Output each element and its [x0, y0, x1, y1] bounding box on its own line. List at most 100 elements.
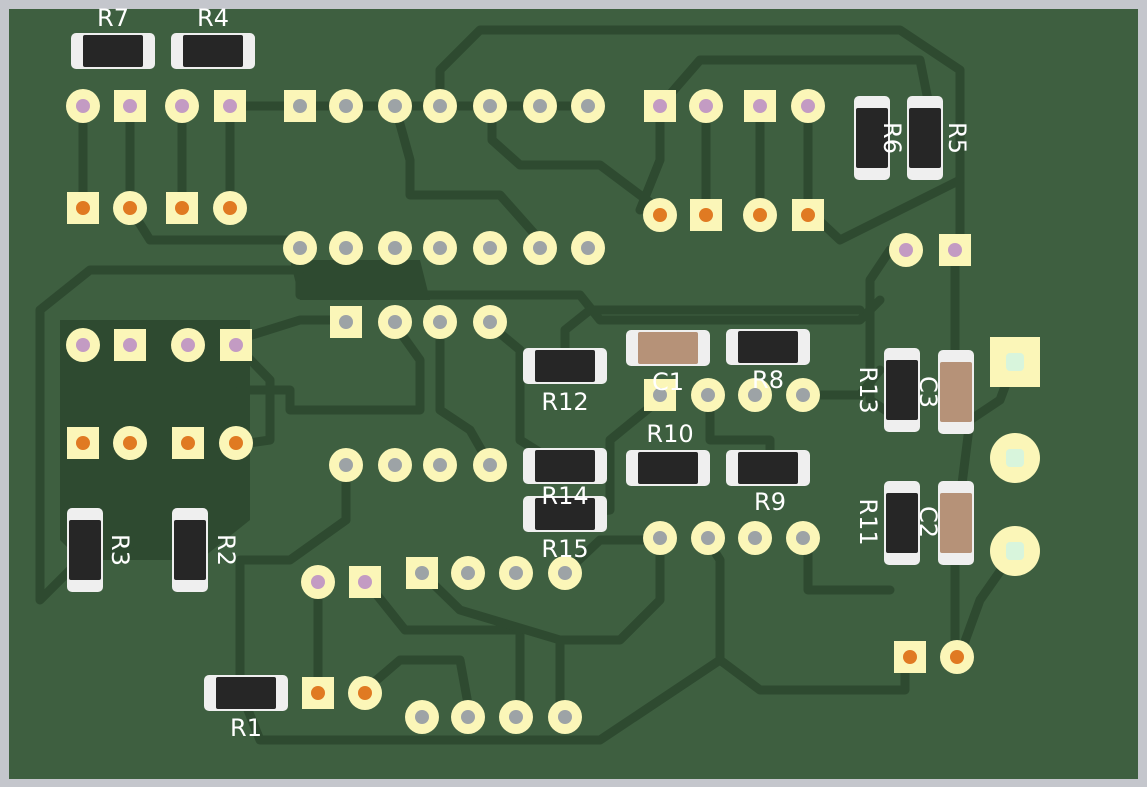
pad-drill [1006, 449, 1024, 467]
smd-body [535, 350, 595, 382]
round-pad [691, 378, 725, 412]
pad-drill [311, 575, 325, 589]
square-pad [302, 677, 334, 709]
pad-drill [229, 436, 243, 450]
round-pad [738, 378, 772, 412]
pad-drill [415, 566, 429, 580]
round-pad [378, 448, 412, 482]
label-C1: C1 [652, 368, 684, 396]
pad-drill [293, 99, 307, 113]
smd-capacitor [938, 350, 974, 434]
round-pad [423, 305, 457, 339]
round-pad [571, 231, 605, 265]
label-R7: R7 [97, 4, 129, 32]
smd-body [69, 520, 101, 580]
pad-drill [388, 241, 402, 255]
round-pad [691, 521, 725, 555]
connector-pad [990, 337, 1040, 387]
pad-drill [509, 566, 523, 580]
square-pad [67, 427, 99, 459]
pad-drill [175, 99, 189, 113]
pad-drill [388, 315, 402, 329]
round-pad [473, 89, 507, 123]
trace [235, 655, 725, 745]
pad-drill [223, 99, 237, 113]
pad-drill [123, 338, 137, 352]
pad-drill [388, 458, 402, 472]
pad-drill [653, 208, 667, 222]
pad-drill [433, 315, 447, 329]
connector-pad [990, 526, 1040, 576]
square-pad [894, 641, 926, 673]
pad-drill [653, 388, 667, 402]
label-R12: R12 [541, 388, 588, 416]
silkscreen-layer: R7 R4 R6 R5 C1 R8 R12 R10 R14 R9 R15 R13… [97, 4, 971, 742]
pad-drill [181, 338, 195, 352]
pad-drill [433, 458, 447, 472]
pad-drill [76, 436, 90, 450]
square-pad [166, 192, 198, 224]
pad-drill [76, 99, 90, 113]
trace [435, 320, 495, 470]
pad-drill [293, 241, 307, 255]
trace [417, 568, 565, 720]
pad-drill [123, 99, 137, 113]
pad-drill [533, 99, 547, 113]
pad-drill [123, 436, 137, 450]
label-R13: R13 [854, 366, 882, 413]
label-R15: R15 [541, 535, 588, 563]
pad-drill [753, 99, 767, 113]
trace [487, 101, 665, 215]
pad-drill [533, 241, 547, 255]
smd-body [638, 332, 698, 364]
smd-body [174, 520, 206, 580]
pad-drill [76, 201, 90, 215]
round-pad [329, 89, 363, 123]
trace [701, 533, 910, 695]
pad-drill [388, 99, 402, 113]
round-pad [66, 89, 100, 123]
square-pad [67, 192, 99, 224]
pad-drill [899, 243, 913, 257]
round-pad [66, 328, 100, 362]
label-R11: R11 [854, 498, 882, 545]
round-pad [473, 305, 507, 339]
round-pad [423, 231, 457, 265]
smd-body [856, 108, 888, 168]
round-pad [643, 521, 677, 555]
pad-drill [181, 436, 195, 450]
round-pad [473, 448, 507, 482]
round-pad [571, 89, 605, 123]
pad-drill [415, 710, 429, 724]
trace [235, 460, 351, 695]
round-pad [165, 89, 199, 123]
trace [635, 101, 665, 215]
pad-drill [748, 531, 762, 545]
trace [360, 575, 525, 720]
pad-drill [701, 388, 715, 402]
smd-resistor [854, 96, 890, 180]
square-pad [330, 306, 362, 338]
round-pad [499, 700, 533, 734]
pad-drill [358, 686, 372, 700]
trace [360, 655, 475, 720]
round-pad [423, 89, 457, 123]
pad-drill [229, 338, 243, 352]
square-pad [644, 90, 676, 122]
pad-drill [433, 241, 447, 255]
copper-zone [60, 320, 250, 560]
round-pad [786, 378, 820, 412]
trace [803, 533, 895, 595]
round-pad [213, 191, 247, 225]
pad-drill [483, 315, 497, 329]
pad-drill [175, 201, 189, 215]
pad-drill [483, 458, 497, 472]
pad-drill [509, 710, 523, 724]
smd-body [886, 493, 918, 553]
smd-body [909, 108, 941, 168]
label-R2: R2 [212, 534, 240, 566]
label-R14: R14 [541, 482, 588, 510]
pad-drill [223, 201, 237, 215]
square-pad [939, 234, 971, 266]
square-pad [114, 90, 146, 122]
